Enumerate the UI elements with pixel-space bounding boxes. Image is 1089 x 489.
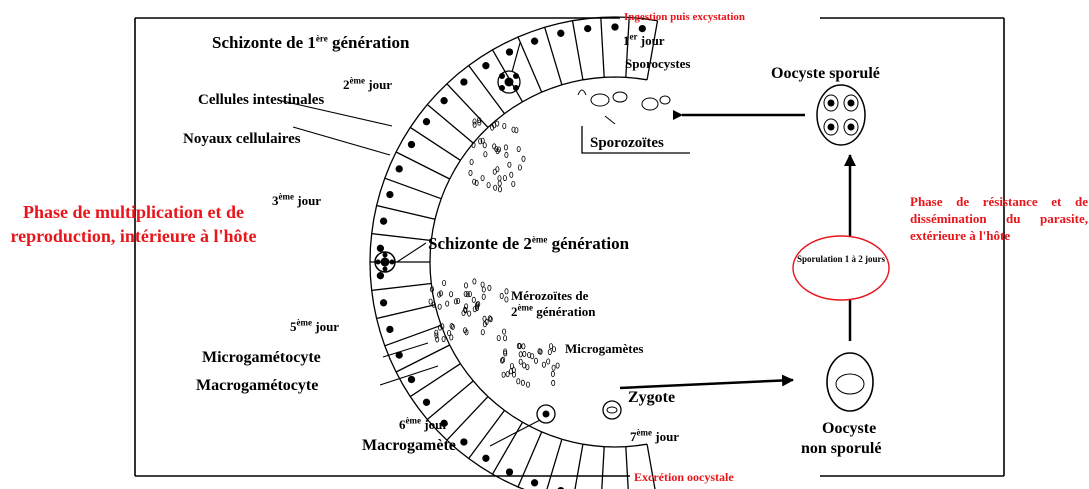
- microgametes-label: Microgamètes: [565, 341, 643, 357]
- day-3-label: 3ème jour: [272, 193, 321, 209]
- zygote-drawing: [603, 401, 621, 419]
- title-bottom: Excrétion oocystale: [634, 470, 734, 485]
- merozoites-line2: 2ème génération: [511, 304, 595, 320]
- oocyste-non-sporule-drawing: [827, 353, 873, 411]
- zygote-label: Zygote: [628, 389, 675, 407]
- macrogamete-label: Macrogamète: [362, 437, 456, 455]
- day-2-label: 2ème jour: [343, 77, 392, 93]
- schizonte-2-label: Schizonte de 2ème génération: [428, 234, 629, 254]
- schizonte-1-label: Schizonte de 1ère génération: [212, 33, 409, 53]
- oocyste-sporule-label: Oocyste sporulé: [771, 65, 880, 83]
- oocyste-sporule-drawing: [817, 85, 865, 145]
- cellules-label: Cellules intestinales: [198, 92, 324, 109]
- title-top: Ingestion puis excystation: [624, 11, 745, 23]
- sporocysts-drawing: [578, 90, 670, 110]
- sporulation-label: Sporulation 1 à 2 jours: [797, 254, 885, 265]
- left-phase-label: Phase de multiplication et de reproducti…: [6, 200, 261, 248]
- sporocystes-label: Sporocystes: [625, 56, 690, 72]
- noyaux-label: Noyaux cellulaires: [183, 131, 301, 148]
- sporulation-ellipse: [793, 236, 889, 300]
- schizonte-1-drawing: [498, 71, 520, 93]
- day-5-label: 5ème jour: [290, 319, 339, 335]
- sporozoites-label: Sporozoïtes: [590, 135, 664, 152]
- oocyste-non-sporule-line2: non sporulé: [801, 440, 881, 458]
- merozoites-line1: Mérozoïtes de: [511, 288, 588, 304]
- day-1-label: 1er jour: [623, 33, 665, 49]
- day-7-label: 7ème jour: [630, 429, 679, 445]
- microgametocyte-label: Microgamétocyte: [202, 349, 321, 367]
- day-6-label: 6ème jour: [399, 417, 448, 433]
- schizonte-2-drawing: [375, 252, 395, 272]
- oocyste-non-sporule-line1: Oocyste: [822, 420, 876, 438]
- macrogametocyte-label: Macrogamétocyte: [196, 377, 318, 395]
- right-phase-label: Phase de résistance et de dissémination …: [910, 193, 1088, 244]
